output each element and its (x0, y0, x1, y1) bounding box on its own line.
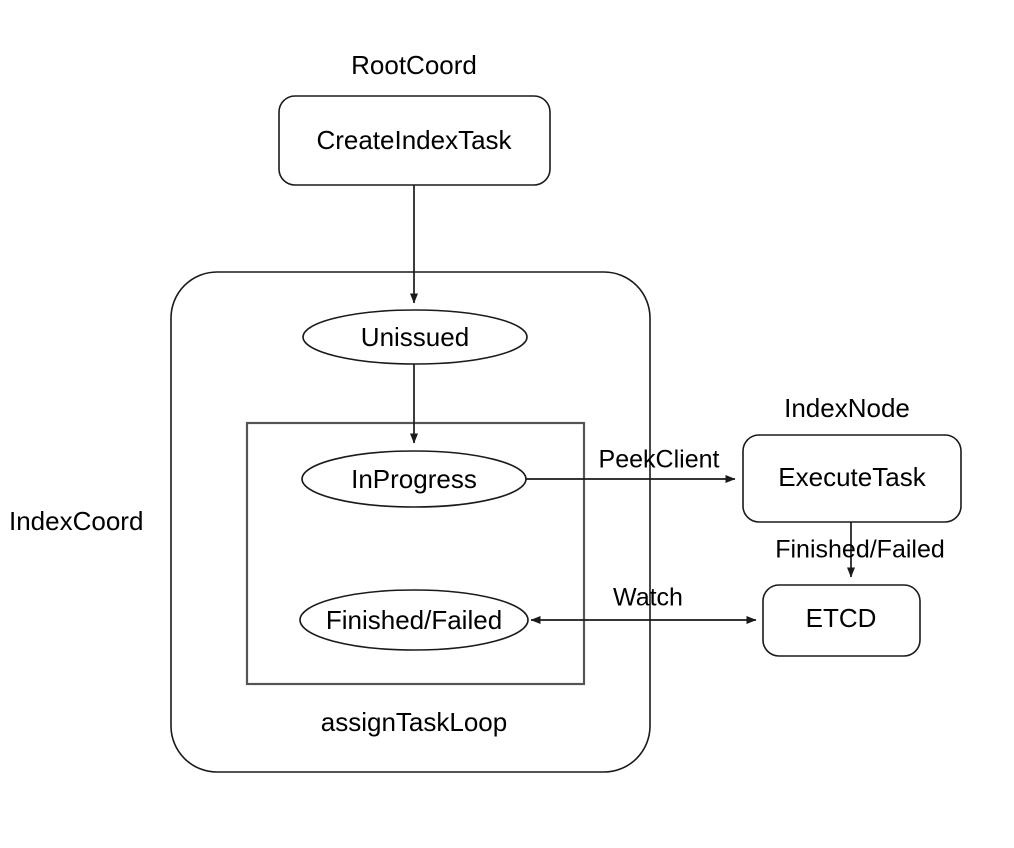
edge-label-finished-failed: Finished/Failed (775, 536, 945, 564)
group-label-assign-task-loop: assignTaskLoop (321, 707, 507, 737)
node-create-index-task[interactable] (278, 95, 551, 186)
edge-label-peek-client: PeekClient (599, 446, 720, 474)
group-label-root-coord: RootCoord (351, 50, 477, 80)
node-etcd[interactable] (762, 584, 921, 657)
edge-label-watch: Watch (613, 584, 683, 612)
group-label-index-node: IndexNode (784, 393, 910, 423)
node-in-progress-label: InProgress (351, 464, 477, 494)
group-label-index-coord: IndexCoord (9, 506, 143, 536)
node-create-index-task-label: CreateIndexTask (316, 125, 512, 155)
node-in-progress[interactable] (301, 450, 527, 508)
node-finished-failed-label: Finished/Failed (326, 605, 502, 635)
node-execute-task[interactable] (742, 434, 962, 523)
node-execute-task-label: ExecuteTask (778, 462, 926, 492)
index-coord-container (170, 271, 651, 773)
assign-task-loop-container (245, 421, 586, 686)
node-etcd-label: ETCD (806, 603, 877, 633)
node-unissued[interactable] (302, 309, 528, 365)
node-unissued-label: Unissued (361, 322, 469, 352)
node-finished-failed[interactable] (299, 589, 529, 651)
